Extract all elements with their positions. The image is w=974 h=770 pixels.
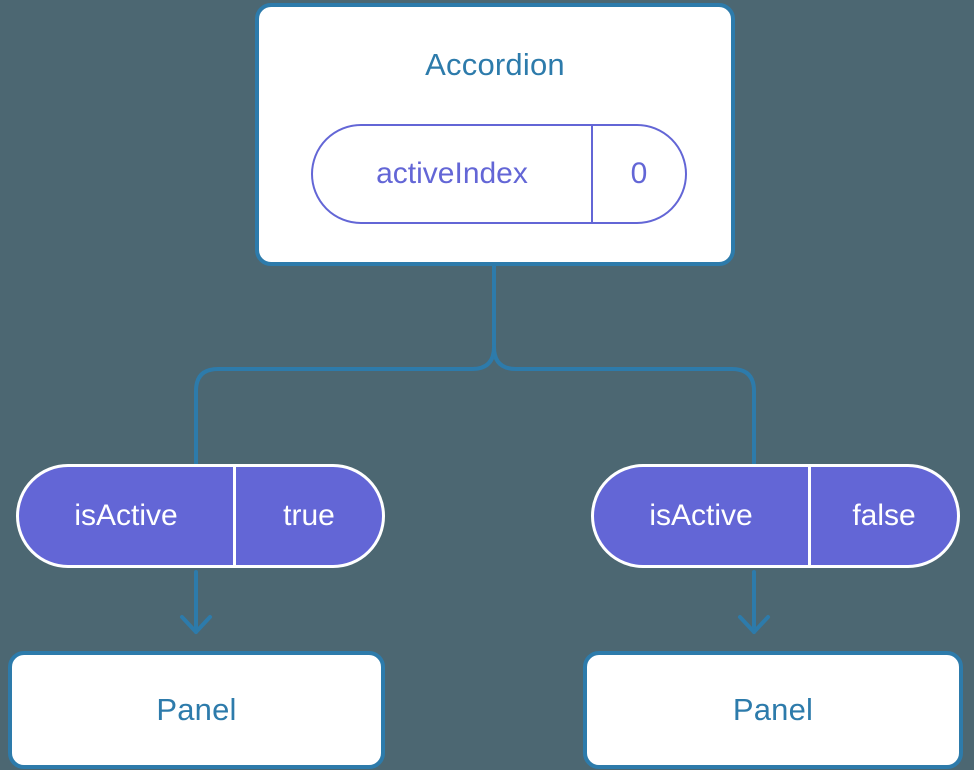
accordion-state-key: activeIndex — [376, 157, 528, 190]
accordion-state-pill[interactable]: activeIndex 0 — [311, 124, 687, 224]
accordion-state-value: 0 — [591, 126, 685, 222]
left-prop-value: true — [233, 467, 382, 565]
right-panel-title: Panel — [732, 692, 814, 727]
accordion-component-card[interactable]: Accordion activeIndex 0 — [255, 3, 735, 266]
right-panel-card[interactable]: Panel — [583, 651, 963, 769]
arrow-head-right-icon — [738, 615, 770, 634]
right-prop-value: false — [808, 467, 957, 565]
connector-branch-left — [194, 345, 496, 466]
arrow-head-left-icon — [180, 615, 212, 634]
accordion-title: Accordion — [425, 47, 565, 82]
left-prop-pill[interactable]: isActive true — [16, 464, 385, 568]
right-prop-key: isActive — [649, 499, 753, 532]
connector-branch-right — [492, 345, 756, 466]
right-prop-pill[interactable]: isActive false — [591, 464, 960, 568]
left-prop-key: isActive — [74, 499, 178, 532]
left-panel-card[interactable]: Panel — [8, 651, 385, 769]
left-panel-title: Panel — [156, 692, 237, 727]
